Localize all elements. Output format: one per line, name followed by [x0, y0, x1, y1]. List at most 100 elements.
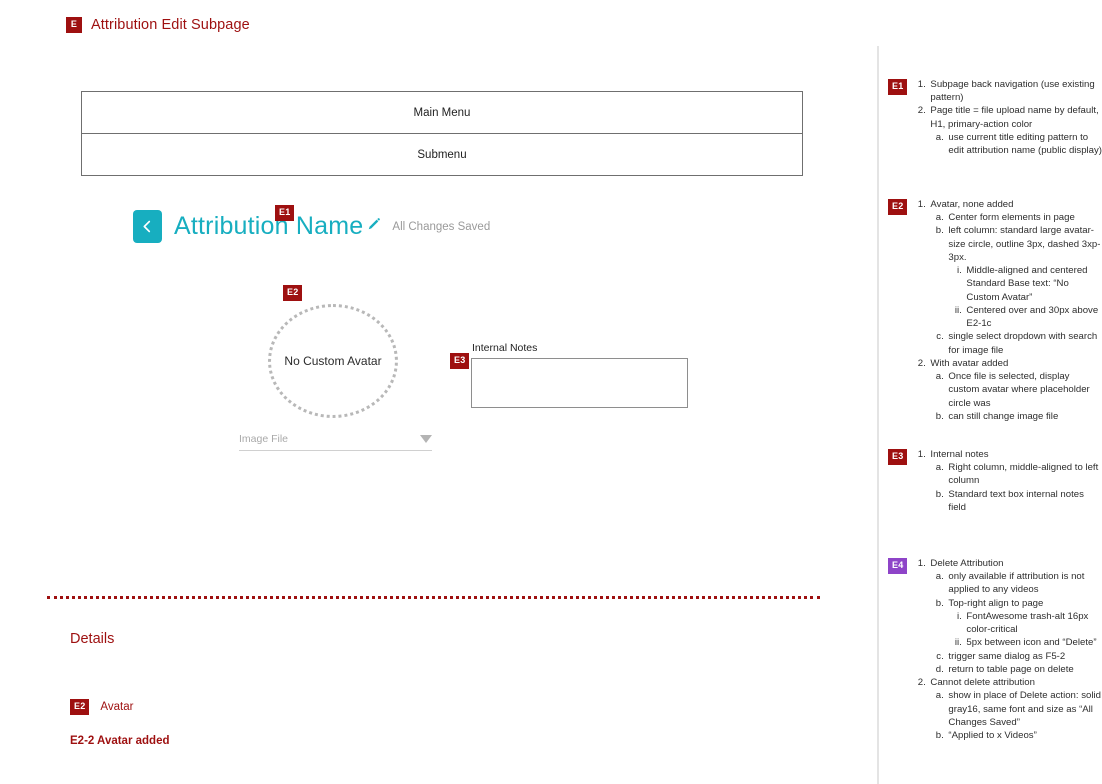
annotation-item: show in place of Delete action: solid gr…	[946, 689, 1102, 729]
attribution-title-row: Attribution Name All Changes Saved	[133, 210, 490, 243]
annotation-badge-e3: E3	[888, 449, 908, 465]
annotation-item: Middle-aligned and centered Standard Bas…	[964, 264, 1102, 304]
internal-notes-input[interactable]	[471, 358, 688, 408]
annotation-text: Middle-aligned and centered Standard Bas…	[966, 265, 1088, 303]
annotation-list-level-1: Delete Attribution only available if attr…	[913, 557, 1102, 742]
main-menu-bar[interactable]: Main Menu	[82, 92, 802, 133]
avatar-placeholder-label: No Custom Avatar	[284, 354, 382, 368]
pencil-icon[interactable]	[367, 217, 381, 236]
annotation-text: Top-right align to page	[948, 597, 1044, 609]
annotation-item: Delete Attribution only available if attr…	[928, 557, 1102, 676]
annotations-panel: E1 Subpage back navigation (use existing …	[888, 0, 1102, 784]
callout-e1-badge: E1	[275, 204, 295, 221]
back-button[interactable]	[133, 210, 162, 243]
annotation-list-level-2: only available if attribution is not app…	[930, 570, 1102, 676]
annotation-text: Cannot delete attribution	[930, 677, 1035, 689]
annotation-item: can still change image file	[946, 410, 1102, 423]
annotation-badge-e2: E2	[888, 199, 908, 215]
annotation-list-level-2: Right column, middle-aligned to left col…	[930, 461, 1102, 514]
image-file-dropdown[interactable]: Image File	[239, 433, 432, 451]
annotation-body: Subpage back navigation (use existing pa…	[913, 78, 1102, 157]
annotation-list-level-2: show in place of Delete action: solid gr…	[930, 689, 1102, 742]
annotation-text: Avatar, none added	[930, 199, 1014, 210]
annotation-item: “Applied to x Videos”	[946, 729, 1102, 742]
main-menu-label: Main Menu	[413, 106, 471, 119]
annotation-text: use current title editing pattern to edi…	[948, 131, 1102, 157]
annotation-group-e1: E1 Subpage back navigation (use existing …	[888, 78, 1102, 157]
annotation-text: Centered over and 30px above E2-1c	[966, 304, 1099, 330]
image-file-placeholder: Image File	[239, 433, 289, 445]
annotation-text: left column: standard large avatar-size …	[948, 225, 1101, 263]
annotation-item: Top-right align to pageFontAwesome trash…	[946, 597, 1102, 650]
detail-label-avatar: Avatar	[100, 701, 134, 713]
annotation-badge-e1: E1	[888, 79, 908, 95]
annotation-list-level-2: use current title editing pattern to edi…	[930, 131, 1102, 157]
annotation-item: 5px between icon and “Delete”	[964, 636, 1102, 649]
annotation-badge-e4: E4	[888, 558, 908, 574]
annotation-text: 5px between icon and “Delete”	[966, 637, 1097, 649]
annotation-item: Cannot delete attributionshow in place o…	[928, 676, 1102, 742]
annotation-text: Delete Attribution	[930, 558, 1004, 569]
annotation-item: Subpage back navigation (use existing pa…	[928, 78, 1102, 104]
annotation-group-e3: E3 Internal notesRight column, middle-ali…	[888, 448, 1102, 514]
annotation-group-e4: E4 Delete Attribution only available if at…	[888, 557, 1102, 742]
annotation-text: Subpage back navigation (use existing pa…	[930, 79, 1095, 104]
annotation-item: Internal notesRight column, middle-align…	[928, 448, 1102, 514]
annotation-item: trigger same dialog as F5-2	[946, 650, 1102, 663]
annotation-item: Avatar, none addedCenter form elements i…	[928, 198, 1102, 357]
avatar-placeholder[interactable]: No Custom Avatar	[268, 304, 398, 418]
annotation-item: left column: standard large avatar-size …	[946, 224, 1102, 330]
callout-e2: E2	[283, 284, 303, 302]
annotation-list-level-2: Center form elements in pageleft column:…	[930, 211, 1102, 357]
annotation-body: Avatar, none addedCenter form elements i…	[913, 198, 1102, 423]
attribution-name[interactable]: Attribution Name	[174, 212, 364, 240]
mockup-canvas: Main Menu Submenu Attribution Name All C…	[47, 91, 820, 747]
annotation-text: return to table page on delete	[948, 663, 1074, 675]
annotation-body: Delete Attribution only available if attr…	[913, 557, 1102, 742]
detail-item-avatar: E2 Avatar	[70, 699, 133, 715]
annotation-text: Center form elements in page	[948, 212, 1075, 224]
annotation-text: show in place of Delete action: solid gr…	[948, 690, 1101, 728]
annotation-item: Once file is selected, display custom av…	[946, 370, 1102, 410]
annotation-text: With avatar added	[930, 357, 1009, 369]
panel-divider	[877, 46, 879, 784]
callout-e3: E3	[450, 352, 470, 370]
submenu-bar[interactable]: Submenu	[82, 133, 802, 175]
page-title: Attribution Edit Subpage	[91, 17, 250, 33]
menu-block: Main Menu Submenu	[81, 91, 803, 176]
details-heading: Details	[70, 631, 115, 647]
annotation-item: return to table page on delete	[946, 663, 1102, 676]
submenu-label: Submenu	[417, 148, 467, 161]
annotation-body: Internal notesRight column, middle-align…	[913, 448, 1102, 514]
annotation-item: Standard text box internal notes field	[946, 488, 1102, 514]
detail-subnote: E2-2 Avatar added	[70, 735, 170, 747]
annotation-item: only available if attribution is not app…	[946, 570, 1102, 596]
page-header: E Attribution Edit Subpage	[66, 17, 250, 33]
annotation-text: trigger same dialog as F5-2	[948, 650, 1066, 662]
annotation-text: FontAwesome trash-alt 16px color-critica…	[966, 610, 1089, 636]
annotation-text: Internal notes	[930, 449, 989, 460]
annotation-item: With avatar addedOnce file is selected, …	[928, 357, 1102, 423]
annotation-text: Page title = file upload name by default…	[930, 105, 1099, 130]
annotation-list-level-3: FontAwesome trash-alt 16px color-critica…	[948, 610, 1102, 650]
annotation-text: Once file is selected, display custom av…	[948, 371, 1090, 409]
save-status: All Changes Saved	[392, 220, 491, 233]
arrow-left-icon	[143, 220, 151, 233]
section-divider	[47, 596, 820, 599]
annotation-item: single select dropdown with search for i…	[946, 330, 1102, 356]
annotation-list-level-2: Once file is selected, display custom av…	[930, 370, 1102, 423]
annotation-item: Centered over and 30px above E2-1c	[964, 304, 1102, 330]
annotation-item: Page title = file upload name by default…	[928, 104, 1102, 157]
annotation-list-level-1: Internal notesRight column, middle-align…	[913, 448, 1102, 514]
callout-e2-badge: E2	[283, 284, 303, 301]
internal-notes-label: Internal Notes	[472, 342, 538, 354]
annotation-list-level-1: Avatar, none addedCenter form elements i…	[913, 198, 1102, 423]
annotation-text: single select dropdown with search for i…	[948, 331, 1098, 356]
annotation-list-level-3: Middle-aligned and centered Standard Bas…	[948, 264, 1102, 330]
annotation-text: only available if attribution is not app…	[948, 571, 1085, 596]
page-badge: E	[66, 17, 82, 33]
annotation-text: “Applied to x Videos”	[948, 730, 1037, 742]
callout-e1: E1	[275, 204, 295, 222]
annotation-text: Standard text box internal notes field	[948, 488, 1084, 513]
